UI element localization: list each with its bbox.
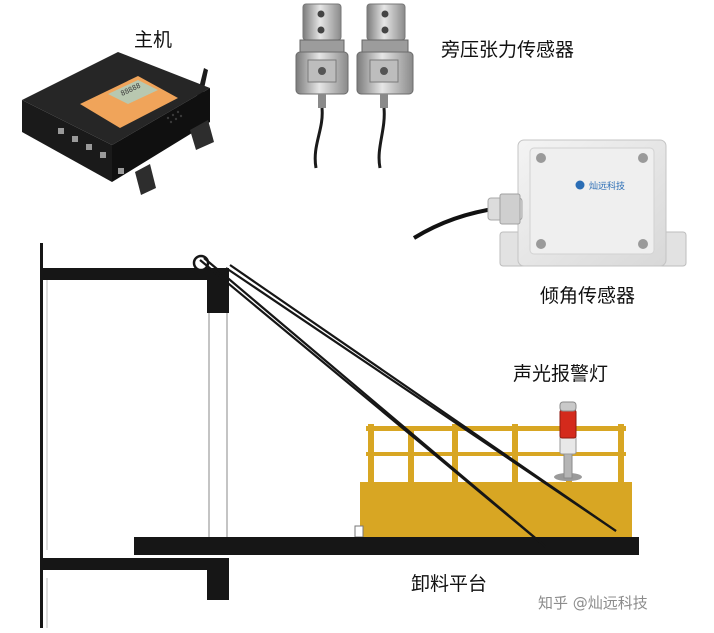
tension-sensor-label: 旁压张力传感器: [441, 39, 575, 61]
upper-floor-slab: [41, 268, 229, 280]
alarm-light: [554, 401, 582, 481]
host-lcd-screen: [108, 80, 158, 104]
brand-logo-icon: [575, 180, 585, 190]
host-side-face: [112, 88, 210, 182]
host-mounting-ear: [135, 164, 156, 195]
host-connectors: [58, 128, 124, 174]
tilt-box-brand: 灿远科技: [589, 180, 625, 192]
upper-column: [207, 280, 229, 313]
watermark: 知乎 @灿远科技: [538, 594, 648, 612]
host-front-face: [22, 100, 112, 182]
platform-deck-beam: [134, 537, 639, 555]
tension-sensor-left: [295, 3, 349, 169]
platform-body: [360, 482, 632, 538]
lower-floor-slab: [41, 558, 229, 570]
lower-column: [207, 570, 229, 600]
host-speaker-grille: [166, 110, 183, 124]
alarm-light-label: 声光报警灯: [513, 363, 609, 385]
building-structure: [40, 243, 229, 628]
tilt-sensor-label: 倾角传感器: [540, 285, 636, 307]
host-mounting-ear: [190, 120, 214, 150]
pulley-icon: [192, 254, 210, 272]
tension-sensor-right: [356, 3, 414, 169]
steel-cables: [199, 257, 617, 548]
host-device: 88888: [22, 52, 214, 195]
platform-label: 卸料平台: [411, 573, 488, 595]
host-label: 主机: [134, 29, 173, 51]
tilt-sensor: 灿远科技: [412, 139, 687, 267]
